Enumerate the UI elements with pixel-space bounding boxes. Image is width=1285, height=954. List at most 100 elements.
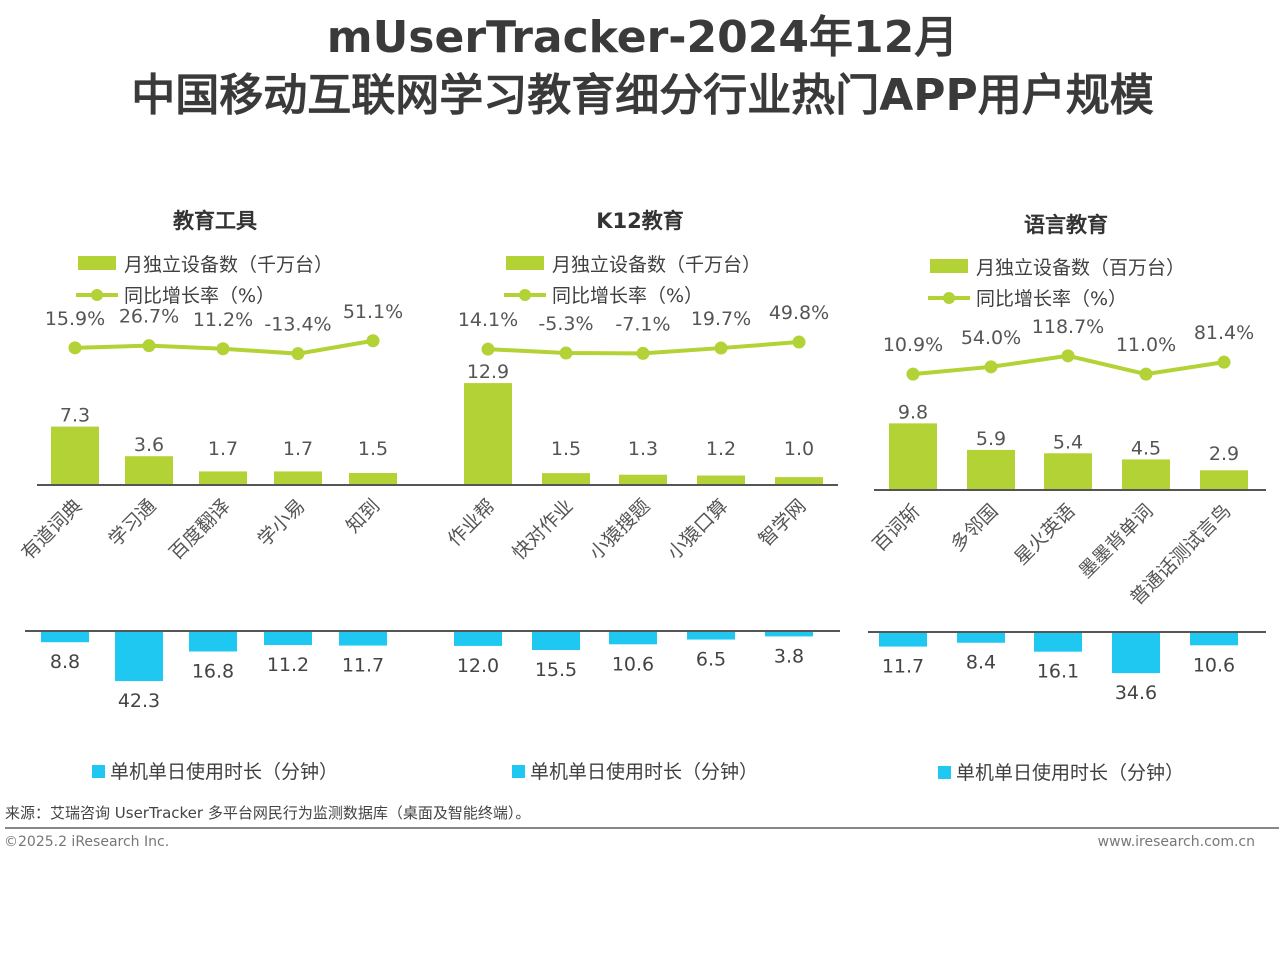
device-value-label: 12.9 bbox=[467, 361, 509, 383]
growth-point bbox=[714, 341, 728, 355]
category-label: 小猿搜题 bbox=[585, 495, 654, 564]
time-bar bbox=[765, 632, 813, 637]
time-value-label: 10.6 bbox=[612, 653, 654, 675]
device-bar bbox=[125, 456, 173, 485]
device-value-label: 9.8 bbox=[898, 401, 928, 423]
time-value-label: 11.7 bbox=[882, 656, 924, 678]
time-value-label: 42.3 bbox=[118, 690, 160, 712]
device-value-label: 5.4 bbox=[1053, 431, 1083, 453]
growth-point bbox=[792, 335, 806, 349]
time-bar bbox=[1034, 633, 1082, 652]
category-label: 学习通 bbox=[105, 495, 161, 551]
category-label: 学小易 bbox=[254, 495, 310, 551]
time-value-label: 3.8 bbox=[774, 645, 804, 667]
legend-time-swatch bbox=[512, 765, 525, 778]
device-value-label: 1.5 bbox=[551, 438, 581, 460]
device-bar bbox=[1200, 470, 1248, 490]
growth-label: 51.1% bbox=[343, 301, 403, 323]
time-bar bbox=[957, 633, 1005, 643]
legend-bar-swatch bbox=[506, 256, 544, 270]
time-value-label: 15.5 bbox=[535, 659, 577, 681]
growth-point bbox=[906, 367, 920, 381]
time-value-label: 12.0 bbox=[457, 655, 499, 677]
time-bar bbox=[687, 632, 735, 640]
time-bar bbox=[1190, 633, 1238, 646]
time-bar bbox=[879, 633, 927, 647]
time-value-label: 11.7 bbox=[342, 655, 384, 677]
time-bar bbox=[1112, 633, 1160, 674]
legend-line-marker bbox=[519, 289, 531, 301]
legend-line-label: 同比增长率（%） bbox=[552, 285, 703, 307]
device-value-label: 2.9 bbox=[1209, 443, 1239, 465]
time-value-label: 8.4 bbox=[966, 652, 996, 674]
growth-point bbox=[1139, 367, 1153, 381]
device-value-label: 5.9 bbox=[976, 428, 1006, 450]
website: www.iresearch.com.cn bbox=[1097, 834, 1255, 850]
legend-bar-swatch bbox=[930, 259, 968, 273]
growth-label: 19.7% bbox=[691, 308, 751, 330]
legend-time-label: 单机单日使用时长（分钟） bbox=[110, 761, 338, 783]
growth-point bbox=[366, 334, 380, 348]
device-bar bbox=[619, 474, 667, 485]
category-label: 知到 bbox=[342, 495, 384, 537]
category-label: 多邻国 bbox=[947, 500, 1003, 556]
footer-divider bbox=[5, 827, 1279, 829]
legend-time-label: 单机单日使用时长（分钟） bbox=[956, 762, 1184, 784]
device-bar bbox=[889, 423, 937, 490]
growth-label: 15.9% bbox=[45, 308, 105, 330]
growth-label: 10.9% bbox=[883, 334, 943, 356]
growth-label: 11.2% bbox=[193, 309, 253, 331]
panel-title: 语言教育 bbox=[1024, 213, 1108, 237]
device-bar bbox=[274, 471, 322, 485]
time-bar bbox=[264, 632, 312, 645]
time-value-label: 16.8 bbox=[192, 660, 234, 682]
device-bar bbox=[967, 449, 1015, 490]
growth-label: 11.0% bbox=[1116, 334, 1176, 356]
device-bar bbox=[349, 473, 397, 485]
time-value-label: 6.5 bbox=[696, 649, 726, 671]
category-label: 快对作业 bbox=[508, 495, 577, 564]
growth-point bbox=[216, 342, 230, 356]
device-value-label: 1.0 bbox=[784, 438, 814, 460]
copyright: ©2025.2 iResearch Inc. bbox=[4, 834, 170, 850]
growth-point bbox=[984, 360, 998, 374]
time-value-label: 34.6 bbox=[1115, 682, 1157, 704]
growth-label: -13.4% bbox=[264, 314, 331, 336]
growth-point bbox=[481, 342, 495, 356]
category-label: 小猿口算 bbox=[663, 495, 732, 564]
device-bar bbox=[51, 426, 99, 485]
device-value-label: 1.5 bbox=[358, 438, 388, 460]
panel-title: K12教育 bbox=[596, 209, 684, 233]
legend-bar-label: 月独立设备数（百万台） bbox=[976, 257, 1185, 279]
time-value-label: 8.8 bbox=[50, 651, 80, 673]
source-note: 来源：艾瑞咨询 UserTracker 多平台网民行为监测数据库（桌面及智能终端… bbox=[5, 804, 531, 822]
legend-line-marker bbox=[91, 289, 103, 301]
time-bar bbox=[609, 632, 657, 645]
growth-label: 54.0% bbox=[961, 327, 1021, 349]
time-bar bbox=[41, 632, 89, 643]
device-bar bbox=[1122, 459, 1170, 490]
time-value-label: 10.6 bbox=[1193, 654, 1235, 676]
device-bar bbox=[464, 383, 512, 485]
legend-time-label: 单机单日使用时长（分钟） bbox=[530, 761, 758, 783]
device-bar bbox=[542, 473, 590, 485]
legend-line-marker bbox=[943, 292, 955, 304]
device-value-label: 7.3 bbox=[60, 405, 90, 427]
device-value-label: 1.7 bbox=[283, 438, 313, 460]
title-line-1: mUserTracker-2024年12月 bbox=[326, 12, 959, 63]
panel-title: 教育工具 bbox=[173, 209, 257, 233]
device-value-label: 1.7 bbox=[208, 438, 238, 460]
category-label: 作业帮 bbox=[444, 495, 500, 551]
time-value-label: 11.2 bbox=[267, 654, 309, 676]
device-bar bbox=[697, 475, 745, 485]
category-label: 有道词典 bbox=[17, 495, 86, 564]
legend-bar-label: 月独立设备数（千万台） bbox=[552, 254, 761, 276]
time-bar bbox=[454, 632, 502, 646]
device-bar bbox=[775, 477, 823, 485]
device-value-label: 3.6 bbox=[134, 434, 164, 456]
time-bar bbox=[532, 632, 580, 650]
growth-label: 49.8% bbox=[769, 302, 829, 324]
device-value-label: 4.5 bbox=[1131, 437, 1161, 459]
